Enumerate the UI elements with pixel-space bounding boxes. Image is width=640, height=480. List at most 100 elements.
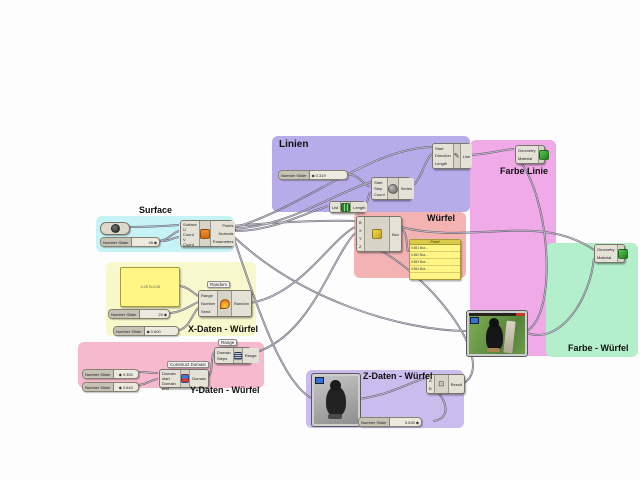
slider-label: Number Slider (114, 327, 145, 335)
port-start[interactable]: Start (374, 179, 383, 185)
slider-label: Number Slider (83, 383, 114, 391)
port-count[interactable]: Count (374, 192, 385, 198)
port-random[interactable]: Random (233, 301, 249, 306)
port-z[interactable]: Z (359, 243, 362, 249)
series-icon (387, 183, 398, 194)
slider-grip[interactable]: ◆ (311, 172, 315, 178)
port-domain-end[interactable]: Domain end (162, 381, 176, 391)
dog-paw (328, 414, 342, 419)
port-length[interactable]: Length (435, 160, 448, 166)
port-y[interactable]: Y (359, 235, 362, 241)
port-u-count[interactable]: U Count (183, 227, 194, 237)
range-tag: Range (218, 339, 238, 346)
multiply-icon: ⊡ (438, 381, 445, 388)
panel-row: 0.552 Box… (410, 252, 460, 259)
port-seed[interactable]: Seed (201, 308, 211, 314)
port-material[interactable]: Material (597, 254, 612, 260)
y-end-slider[interactable]: Number Slider ◆0.640 (82, 382, 139, 392)
port-points[interactable]: Points (222, 223, 234, 229)
image-toolbar (469, 313, 525, 316)
camera-chip-icon (315, 377, 324, 384)
custom-preview-wuerfel[interactable]: Geometry Material (594, 244, 628, 263)
port-box[interactable]: Box (392, 231, 399, 237)
port-domain-start[interactable]: Domain start (162, 371, 176, 381)
slider-label: Number Slider (109, 310, 140, 318)
slider-grip[interactable]: ◆ (163, 311, 167, 317)
slider-value: 0.640 (122, 384, 133, 390)
construct-domain-component[interactable]: Domain start Domain end Domain (159, 369, 209, 391)
custom-preview-linie[interactable]: Geometry Material (515, 145, 549, 164)
port-range[interactable]: Range (244, 353, 257, 358)
domain-panel-text: -0.25 To 0.25 (139, 285, 161, 290)
surface-param[interactable] (100, 222, 130, 235)
port-series[interactable]: Series (400, 186, 413, 191)
port-list[interactable]: List (332, 204, 339, 210)
series-component[interactable]: Start Step Count Series (371, 177, 415, 200)
divide-surface-icon (199, 228, 210, 239)
slider-grip[interactable]: ◆ (118, 371, 122, 377)
list-length-component[interactable]: List Length (329, 201, 368, 213)
surface-icon (110, 224, 120, 233)
port-start[interactable]: Start (435, 146, 444, 152)
port-surface[interactable]: Surface (183, 222, 197, 227)
port-x[interactable]: X (359, 227, 362, 233)
port-geometry[interactable]: Geometry (518, 148, 536, 154)
random-tag: Random (207, 281, 231, 288)
random-component[interactable]: Range Number Seed Random (198, 290, 252, 317)
line-component[interactable]: Start Direction Length ✎ Line (432, 143, 473, 169)
range-icon (233, 351, 242, 360)
multiply-component[interactable]: A B ⊡ Result (426, 374, 465, 394)
preview-icon (538, 149, 549, 160)
slider-value: 45 (148, 239, 153, 245)
box-component[interactable]: B X Y Z Box (356, 216, 402, 252)
port-line[interactable]: Line (462, 153, 471, 159)
y-start-slider[interactable]: Number Slider ◆0.350 (82, 369, 139, 379)
port-geometry[interactable]: Geometry (597, 247, 615, 253)
x-seed-slider[interactable]: Number Slider ◆0.600 (113, 326, 179, 336)
image-sampler-gray[interactable] (311, 373, 361, 427)
x-count-slider[interactable]: Number Slider 20◆ (108, 309, 170, 319)
port-range[interactable]: Range (201, 293, 213, 299)
port-parameters[interactable]: Parameters (212, 238, 234, 244)
port-direction[interactable]: Direction (435, 153, 451, 159)
port-material[interactable]: Material (518, 155, 533, 161)
port-domain[interactable]: Domain (217, 349, 231, 355)
random-icon (219, 298, 230, 309)
port-steps[interactable]: Steps (217, 356, 228, 362)
panel-row: 0.553 Box… (410, 259, 460, 266)
port-length[interactable]: Length (353, 204, 366, 210)
construct-domain-icon (181, 374, 190, 383)
image-toolbar-close (516, 313, 525, 316)
port-domain[interactable]: Domain (192, 376, 206, 381)
range-component[interactable]: Domain Steps Range (214, 347, 259, 364)
dog-silhouette (486, 323, 503, 351)
slider-grip[interactable]: ◆ (415, 419, 419, 425)
port-step[interactable]: Step (374, 185, 383, 191)
port-b[interactable]: B (429, 385, 432, 391)
plank (503, 320, 516, 354)
group-label-farbe-wuerfel: Farbe - Würfel (568, 343, 629, 353)
port-number[interactable]: Number (201, 300, 216, 306)
construct-domain-tag: Construct Domain (167, 361, 210, 368)
box-output-panel[interactable]: Panel 0.551 Box… 0.552 Box… 0.553 Box… 0… (409, 239, 461, 280)
port-result[interactable]: Result (450, 381, 462, 387)
port-normals[interactable]: Normals (218, 230, 234, 236)
port-a[interactable]: A (429, 377, 432, 383)
port-base[interactable]: B (359, 219, 362, 225)
slider-grip[interactable]: ◆ (146, 328, 150, 334)
z-factor-slider[interactable]: Number Slider 0.630◆ (358, 417, 422, 427)
domain-panel[interactable]: -0.25 To 0.25 (120, 267, 180, 307)
dog-paw (487, 348, 500, 352)
surface-count-slider[interactable]: Number Slider 45◆ (100, 237, 160, 247)
slider-value: 0.319 (315, 172, 326, 178)
image-sampler-color[interactable] (466, 310, 528, 357)
slider-label: Number Slider (279, 171, 310, 179)
linien-step-slider[interactable]: Number Slider ◆0.319 (278, 170, 348, 180)
slider-grip[interactable]: ◆ (118, 384, 122, 390)
slider-grip[interactable]: ◆ (153, 239, 157, 245)
group-label-x-daten: X-Daten - Würfel (188, 324, 259, 334)
port-v-count[interactable]: V Count (183, 237, 194, 247)
divide-surface-component[interactable]: Surface U Count V Count Points Normals P… (180, 220, 236, 247)
